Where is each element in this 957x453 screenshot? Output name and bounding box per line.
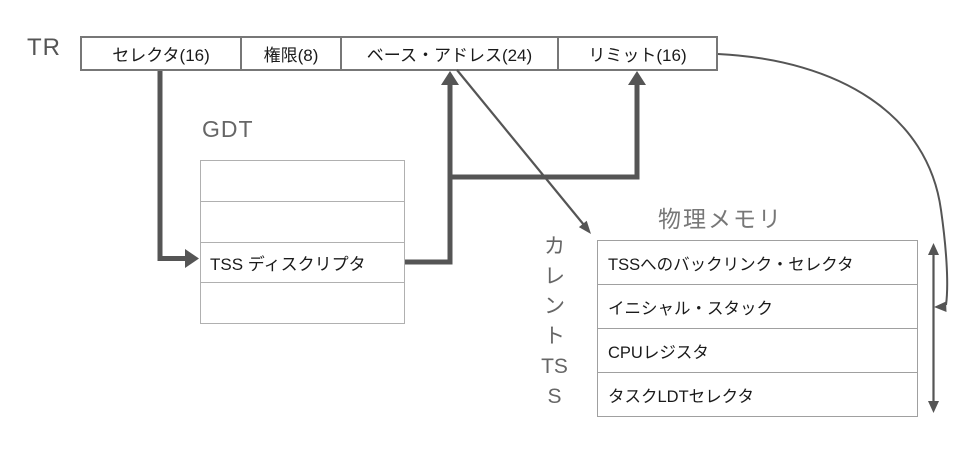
mem-row-task-ldt-selector: タスクLDTセレクタ	[608, 387, 755, 406]
tss-descriptor-to-base-address-arrow	[405, 71, 459, 265]
gdt-row-empty-1	[201, 161, 404, 202]
gdt-title: GDT	[202, 116, 254, 142]
tr-cell-base-address: ベース・アドレス(24)	[342, 38, 559, 69]
tr-cell-privilege: 権限(8)	[242, 38, 342, 69]
selector-to-tss-descriptor-arrow	[157, 71, 199, 268]
tss-memory-table: TSSへのバックリンク・セレクタ イニシャル・スタック CPUレジスタ タスクL…	[597, 240, 918, 417]
gdt-table: TSS ディスクリプタ	[200, 160, 405, 324]
mem-row-backlink-selector: TSSへのバックリンク・セレクタ	[598, 241, 917, 285]
gdt-row-empty-2	[201, 202, 404, 243]
tss-extent-double-arrow	[928, 243, 939, 413]
tss-descriptor-to-limit-arrow	[450, 71, 646, 180]
mem-row-initial-stack: イニシャル・スタック	[598, 285, 917, 329]
base-address-to-memory-arrow	[456, 69, 591, 234]
gdt-row-tss-descriptor: TSS ディスクリプタ	[201, 243, 404, 284]
tr-register-box: セレクタ(16) 権限(8) ベース・アドレス(24) リミット(16)	[80, 36, 718, 71]
gdt-row-empty-3	[201, 283, 404, 323]
physical-memory-title: 物理メモリ	[658, 206, 783, 232]
tr-cell-limit: リミット(16)	[588, 46, 687, 65]
tr-cell-selector: セレクタ(16)	[82, 38, 242, 69]
tr-register-label: TR	[27, 34, 61, 61]
mem-row-cpu-registers: CPUレジスタ	[598, 329, 917, 373]
current-tss-side-label: カレントTSS	[541, 235, 568, 408]
